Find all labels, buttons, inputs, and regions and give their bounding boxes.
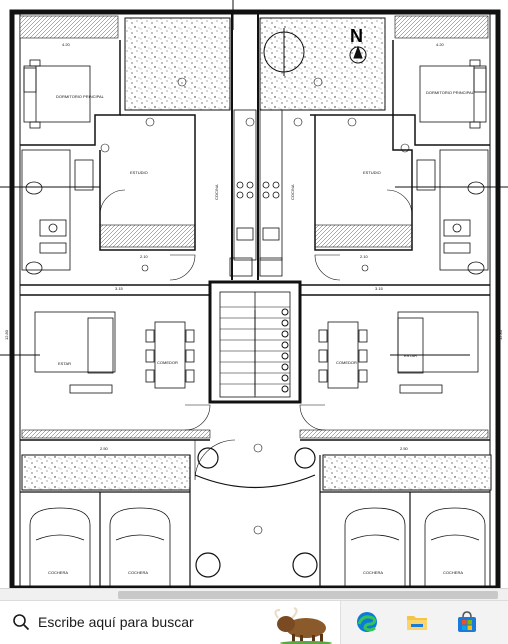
garden-gravel-right <box>322 454 492 491</box>
electrical-symbols <box>100 77 410 535</box>
dimension-label: 4.20 <box>62 42 71 47</box>
stair-core <box>208 280 302 404</box>
dining-right <box>318 321 368 389</box>
room-label-dormitorio-left: DORMITORIO PRINCIPAL <box>56 94 105 99</box>
north-label: N <box>350 26 363 46</box>
room-label-estar-left: ESTAR <box>58 361 71 366</box>
store-taskbar-button[interactable] <box>445 601 489 644</box>
kitchen-counters <box>229 109 283 277</box>
bed-right <box>419 59 487 129</box>
dimension-label: 2.50 <box>100 446 109 451</box>
dimension-label: 12.80 <box>498 329 503 340</box>
garden-gravel-left <box>21 454 191 491</box>
room-label-cocina-left: COCINA <box>214 184 219 200</box>
room-label-dormitorio-right: DORMITORIO PRINCIPAL <box>426 90 475 95</box>
hatched-walls <box>19 15 489 439</box>
edge-icon <box>357 612 377 632</box>
room-label-estudio-right: ESTUDIO <box>363 170 381 175</box>
bed-left <box>23 59 91 129</box>
room-label-cochera-4: COCHERA <box>443 570 463 575</box>
room-label-estudio-left: ESTUDIO <box>130 170 148 175</box>
room-label-cochera-2: COCHERA <box>128 570 148 575</box>
patio-gravel-left <box>124 17 231 111</box>
file-explorer-icon <box>407 616 427 630</box>
dimension-label: 12.80 <box>4 329 9 340</box>
north-arrow <box>263 28 367 76</box>
car-outlines <box>29 507 486 588</box>
bull-weather-widget-icon[interactable] <box>272 602 334 644</box>
dimension-label: 4.20 <box>436 42 445 47</box>
edge-taskbar-button[interactable] <box>345 601 389 644</box>
room-label-comedor-right: COMEDOR <box>336 360 357 365</box>
store-icon <box>458 611 476 632</box>
door-swings <box>99 189 413 481</box>
dimension-label: 2.50 <box>400 446 409 451</box>
windows-taskbar: Escribe aquí para buscar <box>0 600 508 644</box>
room-label-comedor-left: COMEDOR <box>157 360 178 365</box>
bathroom-left <box>21 149 94 275</box>
room-label-cochera-1: COCHERA <box>48 570 68 575</box>
floor-plan-drawing: N DORMITORIO PRINCIPAL DORMITORIO PRINCI… <box>0 0 508 591</box>
file-explorer-taskbar-button[interactable] <box>395 601 439 644</box>
dining-left <box>145 321 195 389</box>
dimension-label: 2.10 <box>140 254 149 259</box>
horizontal-scrollbar[interactable] <box>0 588 508 601</box>
room-label-cocina-right: COCINA <box>290 184 295 200</box>
room-label-cochera-3: COCHERA <box>363 570 383 575</box>
dimension-label: 3.15 <box>115 286 124 291</box>
patio-gravel-right <box>259 17 386 111</box>
taskbar-search-box[interactable]: Escribe aquí para buscar <box>0 601 341 644</box>
garage-walls <box>20 455 490 588</box>
search-icon <box>13 614 30 631</box>
dimension-label: 3.15 <box>375 286 384 291</box>
sofa-left <box>34 311 116 394</box>
scrollbar-thumb[interactable] <box>118 591 498 599</box>
dimension-label: 2.10 <box>360 254 369 259</box>
room-label-estar-right: ESTAR <box>404 353 417 358</box>
search-placeholder: Escribe aquí para buscar <box>38 614 194 630</box>
sofa-right <box>397 311 479 394</box>
bathroom-right <box>416 149 489 275</box>
